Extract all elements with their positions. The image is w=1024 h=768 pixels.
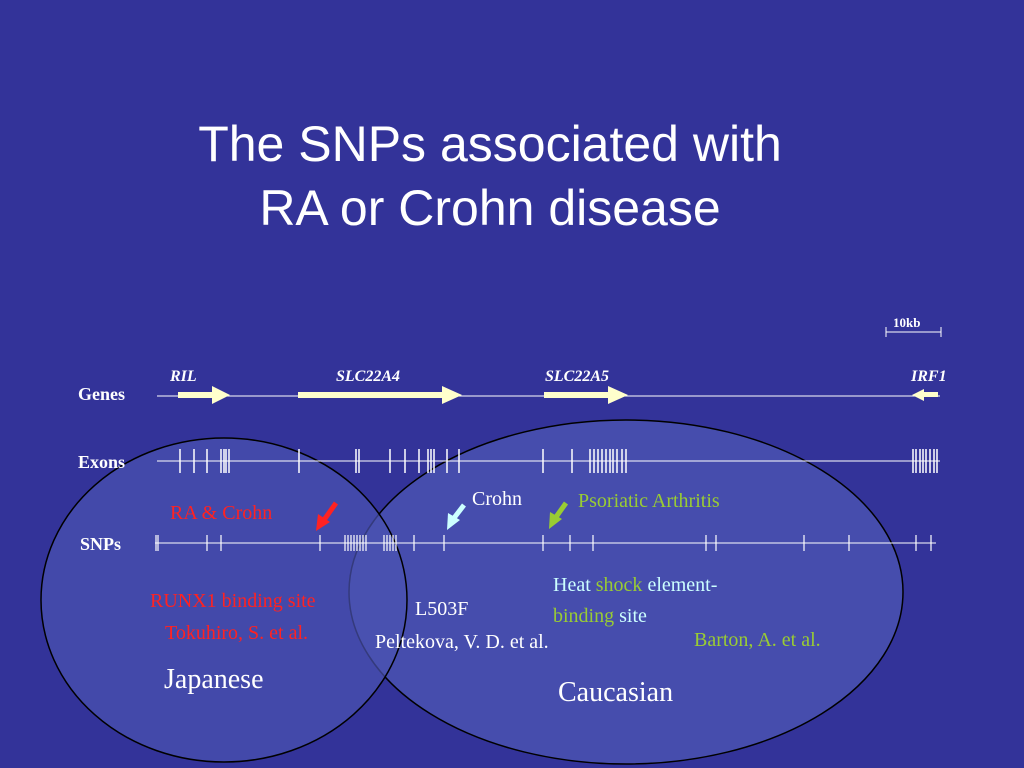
site-word: site bbox=[614, 605, 647, 627]
gene-arrow-ril bbox=[178, 386, 230, 404]
annotation-tokuhiro: Tokuhiro, S. et al. bbox=[165, 622, 309, 644]
title-line-1: The SNPs associated with bbox=[198, 116, 782, 172]
binding-word: binding bbox=[553, 605, 615, 627]
snp-ticks bbox=[155, 535, 932, 551]
annotation-ra-crohn: RA & Crohn bbox=[170, 502, 273, 524]
track-label-snps: SNPs bbox=[80, 534, 122, 554]
gene-label-irf1: IRF1 bbox=[911, 368, 947, 385]
gene-arrow-slc22a4 bbox=[298, 386, 462, 404]
heat-word: Heat bbox=[553, 574, 596, 596]
annotation-crohn: Crohn bbox=[472, 488, 522, 510]
japanese-ellipse bbox=[40, 437, 408, 763]
psoriatic-arrow bbox=[549, 501, 569, 529]
ra-crohn-arrow bbox=[316, 501, 339, 531]
gene-label-slc22a4: SLC22A4 bbox=[336, 368, 401, 385]
exon-ticks bbox=[179, 449, 938, 473]
page-title: The SNPs associated with RA or Crohn dis… bbox=[0, 112, 980, 240]
gene-label-ril: RIL bbox=[170, 368, 197, 385]
track-label-genes: Genes bbox=[78, 384, 125, 404]
shock-word: shock bbox=[595, 574, 643, 596]
annotation-l503f: L503F bbox=[415, 598, 469, 620]
gene-label-slc22a5: SLC22A5 bbox=[545, 368, 610, 385]
title-line-2: RA or Crohn disease bbox=[259, 180, 721, 236]
annotation-heat-shock-line1: Heat shock element- bbox=[553, 574, 717, 597]
population-label-japanese: Japanese bbox=[164, 664, 264, 695]
population-label-caucasian: Caucasian bbox=[558, 677, 674, 708]
scale-bar bbox=[885, 327, 942, 337]
annotation-runx1: RUNX1 binding site bbox=[150, 590, 316, 612]
track-label-exons: Exons bbox=[78, 452, 126, 472]
annotation-peltekova: Peltekova, V. D. et al. bbox=[375, 631, 549, 653]
annotation-heat-shock-line2: binding site bbox=[553, 605, 647, 628]
gene-arrow-irf1 bbox=[912, 389, 938, 401]
gene-arrow-slc22a5 bbox=[544, 386, 628, 404]
crohn-arrow bbox=[447, 503, 466, 530]
annotation-barton: Barton, A. et al. bbox=[694, 629, 821, 651]
element-word: element- bbox=[642, 574, 718, 596]
annotation-psoriatic-arthritis: Psoriatic Arthritis bbox=[578, 490, 720, 512]
scale-bar-label: 10kb bbox=[893, 315, 921, 330]
